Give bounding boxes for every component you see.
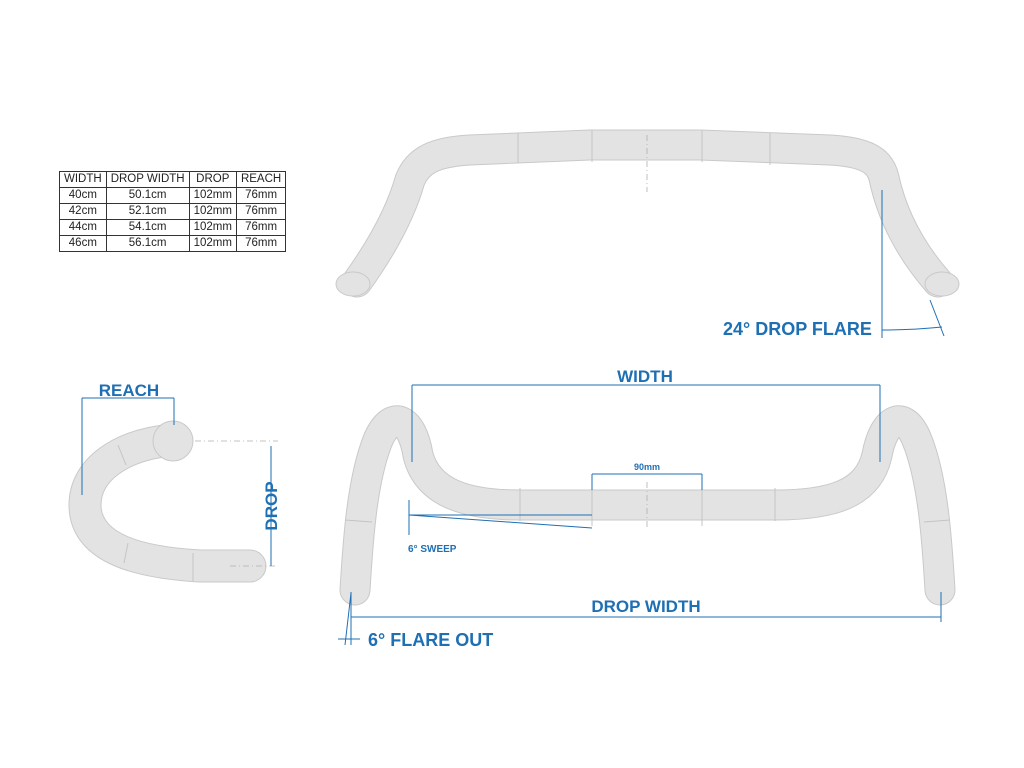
col-header-width: WIDTH [59, 171, 107, 188]
table-row: 42cm 52.1cm 102mm 76mm [59, 203, 287, 220]
col-header-reach: REACH [235, 171, 287, 188]
table-row: 46cm 56.1cm 102mm 76mm [59, 235, 287, 252]
drop-width-label: DROP WIDTH [591, 597, 700, 616]
cell-reach: 76mm [235, 219, 287, 236]
sweep-label: 6° SWEEP [408, 544, 457, 555]
cell-drop: 102mm [188, 219, 237, 236]
cell-drop: 102mm [188, 187, 237, 204]
cell-width: 44cm [59, 219, 107, 236]
col-header-drop: DROP [188, 171, 237, 188]
handlebar-front-view [338, 384, 956, 646]
cell-drop: 102mm [188, 203, 237, 220]
cell-drop-width: 54.1cm [105, 219, 190, 236]
clamp-width-label: 90mm [634, 462, 660, 472]
cell-drop-width: 56.1cm [105, 235, 190, 252]
cell-drop-width: 50.1cm [105, 187, 190, 204]
cell-reach: 76mm [235, 203, 287, 220]
handlebar-rear-view [335, 129, 960, 338]
col-header-drop-width: DROP WIDTH [105, 171, 190, 188]
reach-label: REACH [99, 381, 159, 400]
handlebar-side-view [68, 397, 278, 583]
table-row: 40cm 50.1cm 102mm 76mm [59, 187, 287, 204]
cell-drop: 102mm [188, 235, 237, 252]
cell-drop-width: 52.1cm [105, 203, 190, 220]
drop-flare-label: 24° DROP FLARE [723, 319, 872, 339]
cell-width: 46cm [59, 235, 107, 252]
cell-reach: 76mm [235, 187, 287, 204]
table-row: 44cm 54.1cm 102mm 76mm [59, 219, 287, 236]
spec-table-header-row: WIDTH DROP WIDTH DROP REACH [59, 171, 287, 188]
cell-width: 42cm [59, 203, 107, 220]
cell-width: 40cm [59, 187, 107, 204]
width-label: WIDTH [617, 367, 673, 386]
drop-label: DROP [262, 481, 281, 530]
flare-out-label: 6° FLARE OUT [368, 630, 493, 650]
cell-reach: 76mm [235, 235, 287, 252]
size-spec-table: WIDTH DROP WIDTH DROP REACH 40cm 50.1cm … [59, 171, 287, 252]
